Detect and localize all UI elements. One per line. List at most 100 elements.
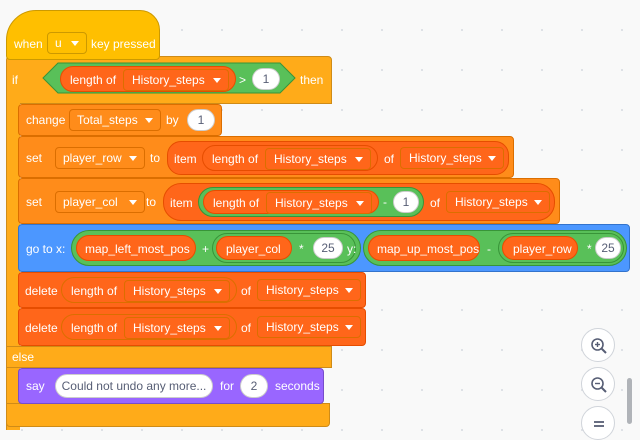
if-label: if (12, 73, 18, 87)
item-of-list-reporter[interactable]: item length of History_steps of History_… (167, 141, 509, 175)
go-to-x-label: go to x: (26, 242, 66, 256)
when-key-pressed-hat[interactable]: when u key pressed (6, 10, 160, 60)
key-value: u (55, 36, 62, 50)
subtract-value-input[interactable]: 1 (393, 191, 419, 213)
multiply-operator[interactable]: player_col * 25 (212, 233, 356, 263)
variable-dropdown[interactable]: player_col (55, 191, 145, 213)
say-label: say (26, 379, 45, 393)
variable-name: map_up_most_pos (377, 242, 480, 256)
add-operator[interactable]: map_left_most_pos + player_col * 25 (71, 230, 361, 266)
delete-label: delete (25, 321, 58, 335)
if-else-bottom[interactable] (6, 403, 330, 427)
chevron-down-icon (213, 78, 221, 83)
minus-symbol: - (383, 195, 387, 209)
item-of-list-reporter[interactable]: item length of History_steps - 1 of Hist… (163, 183, 555, 221)
subtract-operator[interactable]: length of History_steps - 1 (198, 187, 424, 217)
variable-name: map_left_most_pos (85, 242, 190, 256)
delete-label: delete (25, 284, 58, 298)
for-label: for (220, 379, 235, 393)
zoom-in-button[interactable] (581, 328, 615, 362)
compare-value-input[interactable]: 1 (252, 68, 280, 90)
list-name: History_steps (133, 284, 206, 298)
to-label: to (150, 151, 161, 165)
list-dropdown[interactable]: History_steps (400, 147, 504, 169)
length-of-list-reporter[interactable]: length of History_steps (61, 314, 237, 340)
gt-symbol: > (239, 73, 247, 87)
length-of-list-reporter[interactable]: length of History_steps (202, 145, 378, 171)
chevron-down-icon (345, 325, 353, 330)
hat-when-label: when (14, 37, 43, 51)
chevron-down-icon (356, 201, 364, 206)
list-dropdown[interactable]: History_steps (257, 279, 361, 301)
subtract-operator[interactable]: map_up_most_pos - player_row * 25 (363, 230, 627, 266)
variable-name: player_col (63, 195, 118, 209)
zoom-reset-icon (594, 421, 604, 427)
list-dropdown[interactable]: History_steps (123, 69, 229, 91)
to-label: to (146, 195, 157, 209)
chevron-down-icon (71, 41, 79, 46)
length-of-list-reporter[interactable]: length of History_steps (61, 277, 237, 303)
variable-dropdown[interactable]: Total_steps (69, 109, 161, 131)
of-label: of (241, 321, 252, 335)
times-symbol: * (587, 242, 592, 256)
list-name: History_steps (409, 151, 482, 165)
length-of-list-reporter[interactable]: length of History_steps (203, 190, 379, 214)
change-variable-block[interactable]: change Total_steps by 1 (18, 104, 222, 136)
zoom-in-icon (591, 338, 607, 354)
list-name: History_steps (132, 73, 205, 87)
length-of-label: length of (213, 196, 260, 210)
multiply-operator[interactable]: player_row * 25 (498, 233, 624, 263)
list-name: History_steps (266, 320, 339, 334)
map-left-most-pos-reporter[interactable]: map_left_most_pos (76, 235, 196, 261)
length-of-list-reporter[interactable]: length of History_steps (60, 66, 236, 92)
change-amount-input[interactable]: 1 (187, 109, 215, 131)
y-label: y: (347, 242, 357, 256)
delete-item-block[interactable]: delete length of History_steps of Histor… (18, 272, 366, 308)
by-label: by (166, 113, 179, 127)
variable-dropdown[interactable]: player_row (55, 147, 145, 169)
hat-pressed-label: key pressed (91, 37, 156, 51)
length-of-label: length of (71, 321, 118, 335)
set-player-row-block[interactable]: set player_row to item length of History… (18, 136, 514, 178)
of-label: of (384, 152, 395, 166)
then-label: then (300, 73, 324, 87)
map-up-most-pos-reporter[interactable]: map_up_most_pos (368, 235, 480, 261)
player-col-reporter[interactable]: player_col (216, 236, 292, 260)
variable-name: player_row (513, 242, 572, 256)
chevron-down-icon (214, 326, 222, 331)
set-player-col-block[interactable]: set player_col to item length of History… (18, 178, 560, 224)
player-row-reporter[interactable]: player_row (502, 236, 578, 260)
seconds-label: seconds (275, 379, 320, 393)
list-name: History_steps (133, 321, 206, 335)
list-name: History_steps (274, 152, 347, 166)
set-label: set (26, 151, 43, 165)
chevron-down-icon (214, 289, 222, 294)
list-dropdown[interactable]: History_steps (266, 192, 372, 214)
zoom-out-icon (591, 377, 607, 393)
key-dropdown[interactable]: u (47, 32, 87, 54)
list-dropdown[interactable]: History_steps (257, 316, 361, 338)
set-label: set (26, 195, 43, 209)
of-label: of (241, 284, 252, 298)
list-dropdown[interactable]: History_steps (124, 317, 230, 339)
list-dropdown[interactable]: History_steps (446, 191, 550, 213)
zoom-reset-button[interactable] (581, 406, 615, 440)
vertical-scrollbar[interactable] (627, 378, 632, 424)
else-label: else (12, 350, 35, 364)
go-to-xy-block[interactable]: go to x: map_left_most_pos + player_col … (18, 224, 630, 272)
message-input[interactable]: Could not undo any more... (55, 374, 213, 398)
else-bar[interactable] (6, 346, 332, 368)
multiplier-input[interactable]: 25 (595, 237, 621, 259)
length-of-label: length of (212, 152, 259, 166)
list-name: History_steps (266, 283, 339, 297)
seconds-input[interactable]: 2 (240, 374, 268, 398)
zoom-out-button[interactable] (581, 367, 615, 401)
chevron-down-icon (129, 200, 137, 205)
variable-name: Total_steps (77, 113, 138, 127)
list-dropdown[interactable]: History_steps (124, 280, 230, 302)
multiplier-input[interactable]: 25 (313, 237, 343, 259)
list-dropdown[interactable]: History_steps (265, 148, 371, 170)
chevron-down-icon (534, 200, 542, 205)
delete-item-block[interactable]: delete length of History_steps of Histor… (18, 308, 366, 346)
say-for-secs-block[interactable]: say Could not undo any more... for 2 sec… (18, 368, 324, 404)
